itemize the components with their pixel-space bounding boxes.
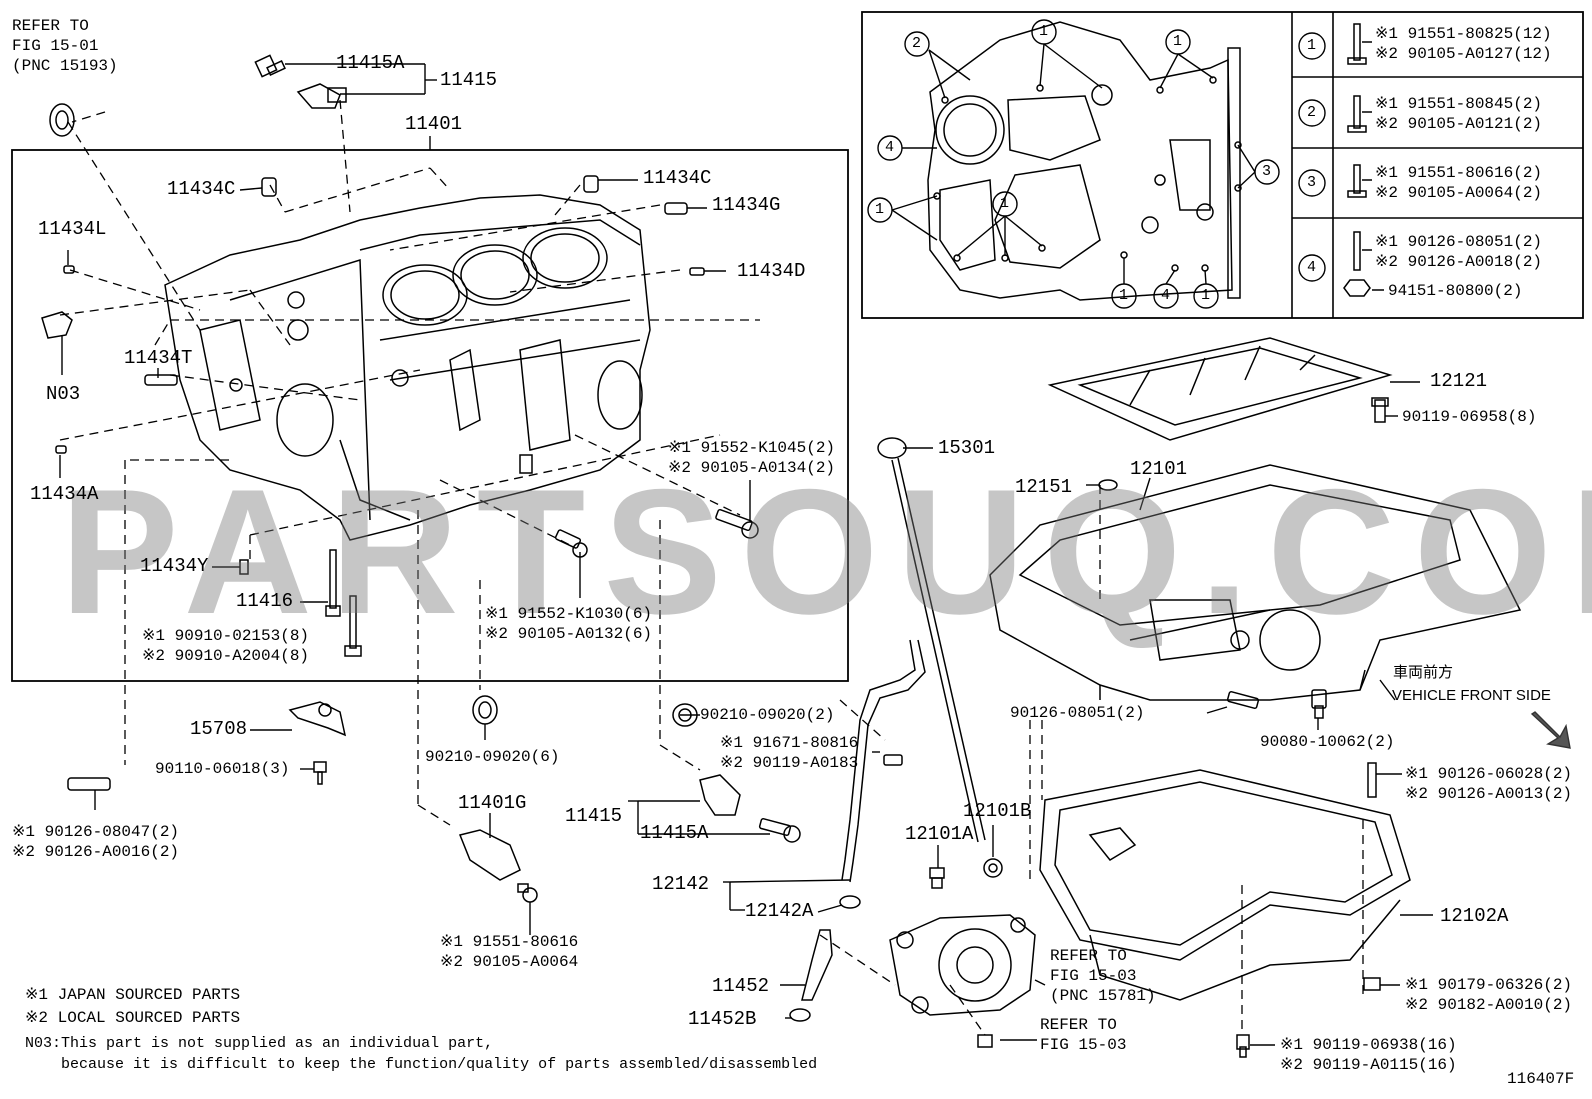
label-12151: 12151 <box>1015 476 1073 498</box>
inset-callout-label: 1 <box>875 201 885 218</box>
label-15301: 15301 <box>938 437 996 459</box>
inset-callouts <box>867 19 1326 309</box>
label-90126-08051: 90126-08051(2) <box>1010 704 1145 722</box>
bolt-06938-numbers: ※1 90119-06938(16) ※2 90119-A0115(16) <box>1280 1036 1457 1074</box>
label-11434L: 11434L <box>38 218 107 240</box>
legend-bolt-icons <box>1343 23 1384 297</box>
label-N03: N03 <box>46 383 81 405</box>
label-12142: 12142 <box>652 873 710 895</box>
legend-row-1: ※1 91551-80825(12) ※2 90105-A0127(12) <box>1375 25 1552 63</box>
legend-mark-1: 1 <box>1307 37 1317 54</box>
figure-id: 116407F <box>1507 1070 1575 1088</box>
inset-frame <box>861 11 1584 319</box>
legend-row-2: ※1 91551-80845(2) ※2 90105-A0121(2) <box>1375 95 1543 133</box>
label-11415-top: 11415 <box>440 69 498 91</box>
oil-pan-lower-drawing <box>1039 769 1411 1001</box>
vehicle-front-en: VEHICLE FRONT SIDE <box>1392 687 1551 704</box>
label-11415A-low: 11415A <box>640 822 709 844</box>
label-11452B: 11452B <box>688 1008 757 1030</box>
label-11434C-right: 11434C <box>643 167 712 189</box>
label-15708: 15708 <box>190 718 248 740</box>
refer-fig-15-01: REFER TO FIG 15-01 (PNC 15193) <box>12 17 118 75</box>
inset-callout-label: 1 <box>1000 195 1010 212</box>
note-japan-sourced: ※1 JAPAN SOURCED PARTS <box>25 986 241 1004</box>
label-90119-06958: 90119-06958(8) <box>1402 408 1537 426</box>
label-11401G: 11401G <box>458 792 527 814</box>
label-11434C-left: 11434C <box>167 178 236 200</box>
leader-lines-solid <box>59 63 1433 1046</box>
cylinder-block-drawing <box>164 194 651 541</box>
vehicle-front-jp: 車両前方 <box>1393 663 1454 681</box>
label-11416: 11416 <box>236 590 294 612</box>
oil-pan-upper-drawing <box>989 464 1522 701</box>
inset-callout-label: 2 <box>912 35 922 52</box>
label-12101A: 12101A <box>905 823 974 845</box>
stud-06028-numbers: ※1 90126-06028(2) ※2 90126-A0013(2) <box>1405 765 1573 803</box>
bolt-k1030-numbers: ※1 91552-K1030(6) ※2 90105-A0132(6) <box>485 605 653 643</box>
label-11434Y: 11434Y <box>140 555 209 577</box>
inset-callout-label: 4 <box>1161 287 1171 304</box>
label-90080-10062: 90080-10062(2) <box>1260 733 1395 751</box>
bolt-06326-numbers: ※1 90179-06326(2) ※2 90182-A0010(2) <box>1405 976 1573 1014</box>
oil-pan-baffle-drawing <box>1047 337 1393 441</box>
label-11434T: 11434T <box>124 347 193 369</box>
legend-mark-2: 2 <box>1307 104 1317 121</box>
label-90210-09020-6: 90210-09020(6) <box>425 748 560 766</box>
inset-callout-label: 1 <box>1119 287 1129 304</box>
legend-mark-4: 4 <box>1307 259 1317 276</box>
label-11434D: 11434D <box>737 260 806 282</box>
label-12101B: 12101B <box>963 800 1032 822</box>
oil-filter-bracket-drawing <box>889 914 1036 1016</box>
legend-row-4: ※1 90126-08051(2) ※2 90126-A0018(2) <box>1375 233 1543 271</box>
legend-nut: 94151-80800(2) <box>1388 282 1523 300</box>
note-local-sourced: ※2 LOCAL SOURCED PARTS <box>25 1009 241 1027</box>
dipstick-drawing <box>801 437 986 1001</box>
leader-lines-dashed <box>59 99 1364 1036</box>
refer-fig-15-03: REFER TO FIG 15-03 <box>1040 1016 1127 1054</box>
label-11415A-top: 11415A <box>336 52 405 74</box>
bolt-k1045-numbers: ※1 91552-K1045(2) ※2 90105-A0134(2) <box>668 439 836 477</box>
label-11434G: 11434G <box>712 194 781 216</box>
label-12142A: 12142A <box>745 900 814 922</box>
bolt-91671-numbers: ※1 91671-80816 ※2 90119-A0183 <box>720 734 859 772</box>
timing-cover-drawing <box>927 21 1242 301</box>
legend-mark-3: 3 <box>1307 174 1317 191</box>
bolt-11416-numbers: ※1 90910-02153(8) ※2 90910-A2004(8) <box>142 627 310 665</box>
label-90210-09020-2: 90210-09020(2) <box>700 706 835 724</box>
label-90110-06018: 90110-06018(3) <box>155 760 290 778</box>
inset-callout-label: 1 <box>1201 287 1211 304</box>
stud-08047-numbers: ※1 90126-08047(2) ※2 90126-A0016(2) <box>12 823 180 861</box>
inset-callout-label: 4 <box>885 139 895 156</box>
label-12101: 12101 <box>1130 458 1188 480</box>
label-11401: 11401 <box>405 113 463 135</box>
label-12121: 12121 <box>1430 370 1488 392</box>
label-12102A: 12102A <box>1440 905 1509 927</box>
legend-row-3: ※1 91551-80616(2) ※2 90105-A0064(2) <box>1375 164 1543 202</box>
inset-callout-label: 1 <box>1039 23 1049 40</box>
inset-callout-label: 1 <box>1173 33 1183 50</box>
refer-fig-15-03-pnc: REFER TO FIG 15-03 (PNC 15781) <box>1050 947 1156 1005</box>
inset-callout-label: 3 <box>1262 163 1272 180</box>
block-group-frame <box>11 149 849 682</box>
label-11415-low: 11415 <box>565 805 623 827</box>
small-parts-drawings <box>41 54 1389 1058</box>
label-11434A: 11434A <box>30 483 99 505</box>
label-11452: 11452 <box>712 975 770 997</box>
front-direction-arrow <box>1379 679 1571 749</box>
bolt-80616-numbers: ※1 91551-80616 ※2 90105-A0064 <box>440 933 579 971</box>
note-n03: N03:This part is not supplied as an indi… <box>25 1035 818 1073</box>
